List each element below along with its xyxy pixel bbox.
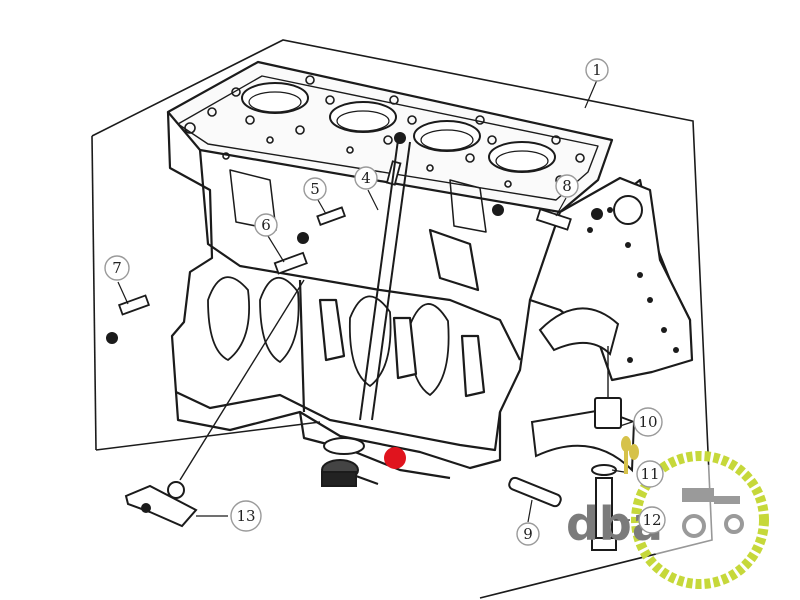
callout-9: 9 xyxy=(516,522,540,546)
flange-bore xyxy=(613,195,643,225)
callout-10-label: 10 xyxy=(638,413,657,431)
dipstick-tube xyxy=(359,139,411,421)
callout-1: 1 xyxy=(585,58,609,82)
callout-7-label: 7 xyxy=(112,259,122,277)
sensor-bracket xyxy=(124,279,305,528)
cylinder-bores xyxy=(241,82,556,173)
tractor-icon xyxy=(682,488,744,538)
callout-11: 11 xyxy=(636,460,664,488)
callout-12-label: 12 xyxy=(642,511,661,529)
callout-11-label: 11 xyxy=(640,465,659,483)
callout-5-label: 5 xyxy=(310,180,320,198)
dba-logo: dba xyxy=(566,436,769,589)
callout-4: 4 xyxy=(354,166,378,190)
callout-4-label: 4 xyxy=(361,169,371,187)
callout-10: 10 xyxy=(633,407,663,437)
callout-6-label: 6 xyxy=(261,216,271,234)
dowel-pin xyxy=(508,476,562,508)
callout-7: 7 xyxy=(104,255,130,281)
callout-12: 12 xyxy=(638,506,666,534)
callout-8-label: 8 xyxy=(562,177,572,195)
red-marker-dot xyxy=(384,447,406,469)
callout-1-label: 1 xyxy=(592,61,602,79)
drain-plug xyxy=(321,437,379,487)
callout-5: 5 xyxy=(303,177,327,201)
main-bearing-cap xyxy=(530,307,636,473)
callout-9-label: 9 xyxy=(523,525,533,543)
callout-6: 6 xyxy=(254,213,278,237)
main-bearing-bolt xyxy=(591,464,617,551)
wheat-icon xyxy=(621,436,639,474)
leader-lines xyxy=(117,79,633,523)
callout-13: 13 xyxy=(230,500,262,532)
flange-holes xyxy=(587,207,679,363)
stud-nuts xyxy=(106,132,603,344)
callout-8: 8 xyxy=(555,174,579,198)
callout-13-label: 13 xyxy=(236,507,255,525)
